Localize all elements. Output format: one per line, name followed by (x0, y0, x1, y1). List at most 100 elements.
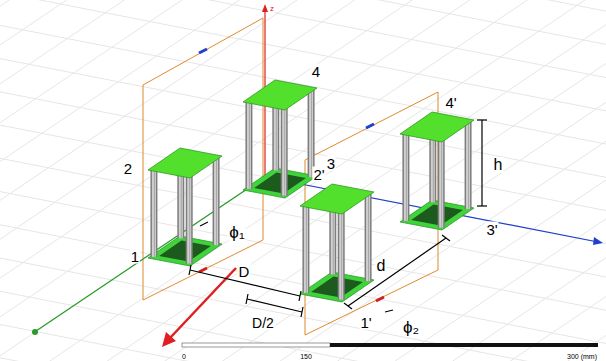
post (466, 121, 470, 209)
top-plate (300, 184, 374, 214)
dimension-label: D/2 (251, 316, 275, 330)
dimension-tick (299, 291, 301, 301)
dimension-tick (246, 294, 248, 304)
post (366, 193, 370, 281)
port-number: 2 (123, 161, 133, 176)
post (214, 157, 218, 245)
port-number: 4 (311, 64, 321, 79)
post-outline (186, 176, 193, 264)
post (304, 205, 308, 293)
post-outline (308, 89, 315, 177)
dimension-tick (477, 119, 487, 120)
plane-marker (199, 268, 207, 272)
port-number: 4' (444, 95, 457, 110)
top-plate (243, 80, 317, 110)
grid-line (0, 181, 606, 361)
scale-label: 150 (299, 353, 313, 360)
post-outline (338, 212, 345, 300)
bottom-plate (400, 200, 474, 230)
post-shade (441, 140, 442, 228)
angle-label: ϕ₂ (402, 319, 420, 336)
dimension-tick (344, 303, 352, 309)
post-shade (406, 133, 407, 221)
plane-marker (199, 49, 207, 53)
post-outline (302, 205, 309, 293)
post-shade (249, 101, 250, 189)
angle-tick (385, 310, 393, 312)
post (282, 108, 286, 196)
antenna-element (148, 148, 222, 266)
scale-label: 300 (mm) (566, 353, 598, 360)
grid-line (0, 104, 606, 361)
post-shade (311, 89, 312, 177)
dimension-tick (442, 235, 450, 241)
post-outline (365, 193, 372, 281)
dimension-line (477, 120, 487, 206)
post (404, 133, 408, 221)
post-shade (189, 176, 190, 264)
scale-bar (182, 343, 330, 347)
dimension-tick (189, 265, 191, 275)
grid-line (0, 0, 606, 96)
angle-label: ϕ₁ (228, 224, 245, 241)
post (187, 176, 191, 264)
plate-slot (411, 205, 463, 226)
plane-marker (376, 297, 384, 301)
post (339, 212, 343, 300)
top-plate (400, 112, 474, 142)
grid-line (0, 155, 606, 361)
port-number: 1 (130, 249, 140, 264)
post (247, 101, 251, 189)
plane-marker (366, 124, 374, 128)
scale-bar (330, 343, 598, 347)
scale-label: 0 (181, 353, 187, 360)
port-number: 3' (485, 222, 498, 237)
bottom-plate (243, 168, 317, 198)
post-shade (341, 212, 342, 300)
axis-arrowhead (262, 4, 268, 12)
bottom-plate (148, 236, 222, 266)
post-outline (438, 140, 445, 228)
post (309, 89, 313, 177)
grid-line (0, 0, 606, 199)
dimension-stroke (247, 299, 302, 312)
dimension-line (246, 294, 303, 317)
dimension-line (344, 235, 450, 309)
dimension-label: d (376, 258, 387, 274)
axis-label: z (269, 5, 275, 13)
post-outline (245, 101, 252, 189)
dimension-stroke (481, 120, 482, 206)
antenna-element (400, 112, 474, 230)
axis-arrowhead (593, 237, 603, 245)
post-outline (402, 133, 409, 221)
dimension-label: h (493, 157, 504, 173)
bottom-plate (300, 272, 374, 302)
grid-line (0, 26, 606, 361)
dimension-tick (477, 205, 487, 206)
port-plane (143, 18, 263, 300)
plate-slot (311, 277, 363, 298)
plane-outline (143, 18, 263, 300)
plate-slot (159, 241, 211, 262)
top-plate (148, 148, 222, 178)
post-shade (468, 121, 469, 209)
post-shade (306, 205, 307, 293)
post-outline (213, 157, 220, 245)
antenna-element (300, 184, 374, 302)
post-outline (281, 108, 288, 196)
port-number: 3 (326, 156, 336, 171)
grid-line (0, 129, 606, 361)
axis-arrowhead (32, 329, 38, 335)
plate-slot (254, 173, 306, 194)
antenna-element (243, 80, 317, 198)
